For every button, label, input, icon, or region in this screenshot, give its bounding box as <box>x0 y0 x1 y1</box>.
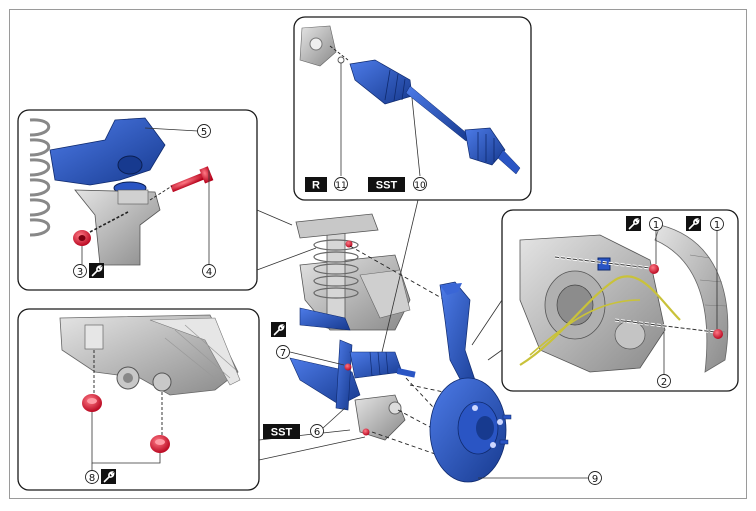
callout-10: 10 <box>414 181 426 191</box>
callout-9: 9 <box>592 474 598 485</box>
central-suspension-assembly <box>289 213 459 456</box>
callout-8: 8 <box>89 473 95 484</box>
torque-wrench-icon <box>625 215 642 232</box>
callout-2: 2 <box>661 377 667 388</box>
torque-wrench-icon <box>270 321 287 338</box>
callout-5: 5 <box>201 127 207 138</box>
callout-4: 4 <box>206 267 212 278</box>
r-tag: R <box>312 180 320 192</box>
leader-driveshaft <box>381 199 419 353</box>
callout-1-upper: 1 <box>653 220 659 231</box>
panel-lower-nuts: 8 <box>17 308 260 491</box>
callout-1-lower: 1 <box>714 220 720 231</box>
panel-brake-caliper: 1 1 2 <box>501 209 739 392</box>
callout-11: 11 <box>335 181 346 191</box>
callout-6: 6 <box>314 427 320 438</box>
torque-wrench-icon <box>685 215 702 232</box>
torque-wrench-icon <box>88 262 105 279</box>
sst-tag-knuckle: SST <box>271 427 293 439</box>
panel-upper-arm: 5 4 3 <box>17 109 258 291</box>
callout-3: 3 <box>77 267 83 278</box>
sst-tag-driveshaft: SST <box>376 180 398 192</box>
callout-7: 7 <box>280 348 286 359</box>
torque-wrench-icon <box>100 468 117 485</box>
panel-driveshaft: R 11 SST 10 <box>293 16 532 201</box>
steering-knuckle-part-9 <box>429 281 512 483</box>
